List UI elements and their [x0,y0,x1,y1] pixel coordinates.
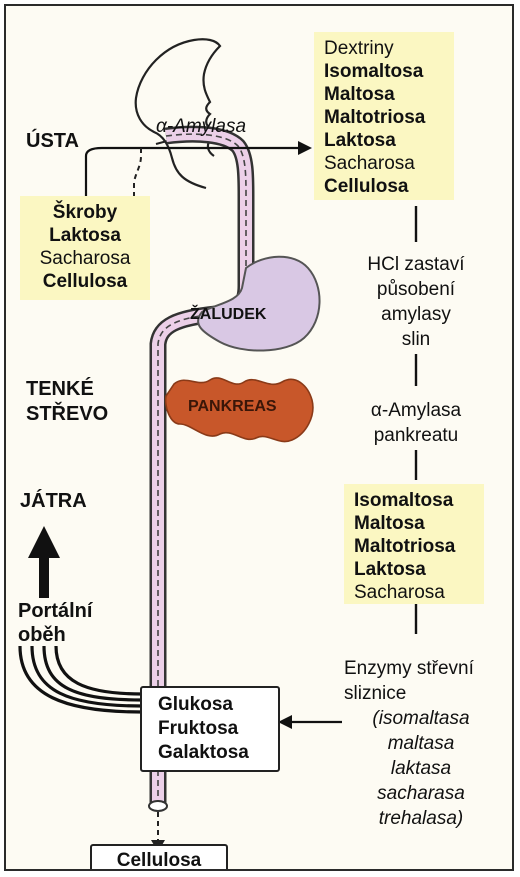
diet-item-2: Sacharosa [20,246,150,271]
tract-end [149,801,167,811]
oral-product-0: Dextriny [324,36,394,61]
portal-label-2: oběh [18,624,66,647]
small-intestine-label-1: TENKÉ [26,378,94,401]
diagram-frame: ÚSTA α-Amylasa Dextriny Isomaltosa Malto… [4,4,514,871]
liver-label: JÁTRA [20,490,87,513]
oral-product-5: Sacharosa [324,151,415,176]
small-intestine-label-2: STŘEVO [26,403,108,426]
stomach-label: ŽALUDEK [190,306,266,324]
hcl-line-2: amylasy [350,302,482,327]
diet-item-1: Laktosa [20,223,150,248]
output-cellulose-box: Cellulosa [90,844,228,871]
mucosa-line-1: Enzymy střevní [344,656,474,681]
oral-product-1: Isomaltosa [324,59,423,84]
oral-product-3: Maltotriosa [324,105,425,130]
oral-products-box: Dextriny Isomaltosa Maltosa Maltotriosa … [314,32,454,200]
monosaccharides-box: Glukosa Fruktosa Galaktosa [140,686,280,772]
mucosa-enzyme-0: (isomaltasa [346,706,496,731]
pancreas-label: PANKREAS [188,398,277,416]
pancreatic-product-4: Sacharosa [354,580,445,605]
liver-arrow-shaft [39,554,49,598]
hcl-line-1: působení [350,277,482,302]
output-cellulose-label: Cellulosa [92,848,226,871]
pancreatic-product-3: Laktosa [354,557,426,582]
pancreatic-products-box: Isomaltosa Maltosa Maltotriosa Laktosa S… [344,484,484,604]
monosaccharide-1: Fruktosa [158,716,238,741]
mucosa-enzyme-3: sacharasa [346,781,496,806]
oral-product-2: Maltosa [324,82,395,107]
pancreatic-product-2: Maltotriosa [354,534,455,559]
pancreatic-product-0: Isomaltosa [354,488,453,513]
mucosa-enzyme-2: laktasa [346,756,496,781]
oral-product-4: Laktosa [324,128,396,153]
monosaccharide-2: Galaktosa [158,740,249,765]
salivary-amylase-label: α-Amylasa [156,116,246,138]
mucosa-enzyme-4: trehalasa) [346,806,496,831]
hcl-line-0: HCl zastaví [350,252,482,277]
monosaccharide-0: Glukosa [158,692,233,717]
mucosa-line-2: sliznice [344,681,406,706]
hcl-line-3: slin [350,327,482,352]
diet-item-0: Škroby [20,200,150,225]
stomach-shape [198,257,320,351]
mouth-label: ÚSTA [26,130,79,153]
portal-curve-4 [56,646,142,694]
head-profile [136,39,220,188]
pancreatic-amylase-line-2: pankreatu [346,423,486,448]
mouth-arrow [86,148,300,196]
mucosa-enzyme-1: maltasa [346,731,496,756]
portal-label-1: Portální [18,600,92,623]
pancreatic-amylase-line-1: α-Amylasa [346,398,486,423]
pancreatic-product-1: Maltosa [354,511,425,536]
diet-item-3: Cellulosa [20,269,150,294]
liver-arrowhead [28,526,60,558]
diet-box: Škroby Laktosa Sacharosa Cellulosa [20,196,150,300]
oral-product-6: Cellulosa [324,174,408,199]
